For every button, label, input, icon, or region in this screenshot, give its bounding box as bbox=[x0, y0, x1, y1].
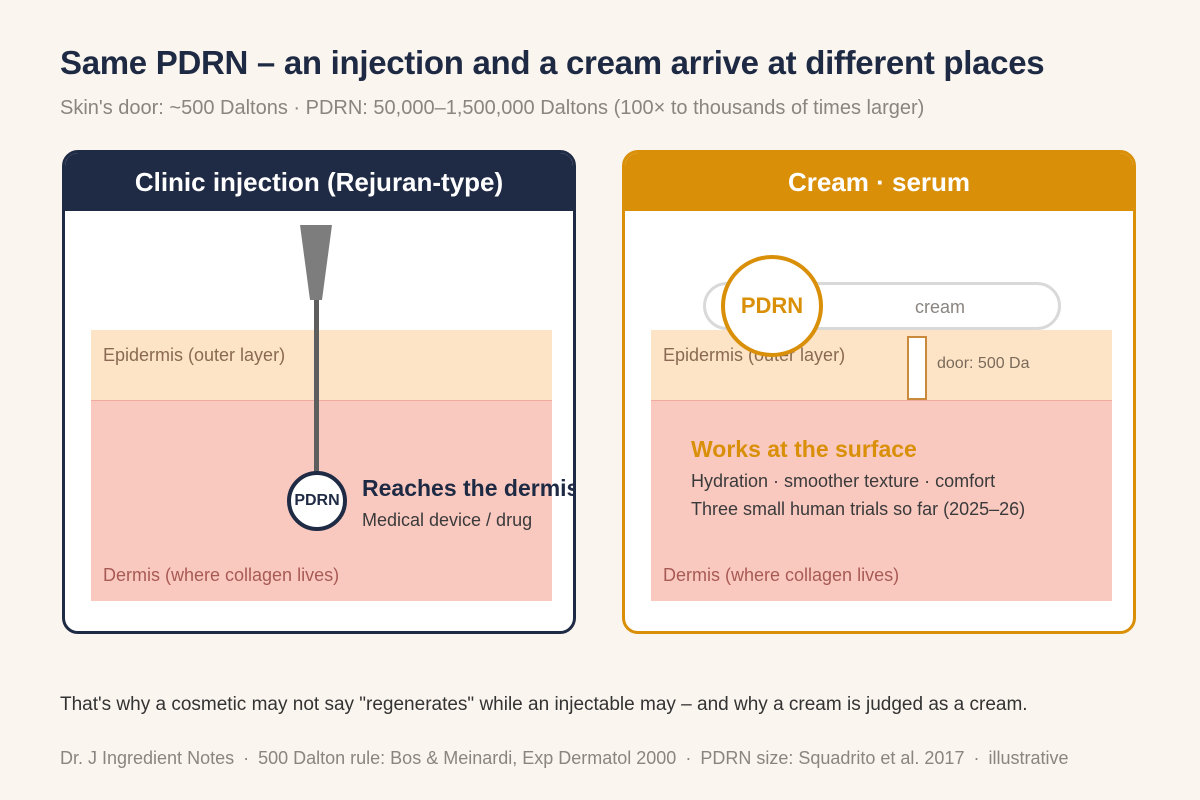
cream-result-line-1: Hydration · smoother texture · comfort bbox=[691, 471, 996, 491]
page-subtitle: Skin's door: ~500 Daltons · PDRN: 50,000… bbox=[60, 97, 925, 119]
footer-item: PDRN size: Squadrito et al. 2017 bbox=[700, 748, 965, 768]
pdrn-label: PDRN bbox=[740, 293, 804, 318]
epidermis-layer bbox=[91, 330, 552, 400]
footer: Dr. J Ingredient Notes · 500 Dalton rule: … bbox=[60, 748, 1068, 769]
injection-result-title: Reaches the dermis bbox=[362, 475, 576, 501]
dermis-label: Dermis (where collagen lives) bbox=[103, 565, 340, 585]
footer-separator: · bbox=[685, 748, 692, 768]
cream-result-line-2: Three small human trials so far (2025–26… bbox=[691, 499, 1026, 519]
pdrn-label: PDRN bbox=[294, 492, 340, 509]
page-title: Same PDRN – an injection and a cream arr… bbox=[60, 44, 1045, 81]
dermis-layer bbox=[651, 401, 1112, 601]
needle-shaft bbox=[314, 300, 319, 472]
door-label: door: 500 Da bbox=[937, 355, 1030, 372]
layer-boundary bbox=[651, 400, 1112, 401]
cream-panel-header: Cream · serum bbox=[625, 153, 1133, 211]
footer-item: illustrative bbox=[988, 748, 1069, 768]
epidermis-layer bbox=[651, 330, 1112, 400]
injection-panel: Clinic injection (Rejuran-type) Epidermi… bbox=[62, 150, 576, 634]
footer-item: Dr. J Ingredient Notes bbox=[60, 748, 235, 768]
cream-panel-title: Cream · serum bbox=[787, 166, 971, 197]
pdrn-molecule-surface: PDRN bbox=[721, 255, 823, 357]
cream-result-title: Works at the surface bbox=[691, 436, 917, 462]
injection-panel-header: Clinic injection (Rejuran-type) bbox=[65, 153, 573, 211]
bottom-note: That's why a cosmetic may not say "regen… bbox=[60, 694, 1028, 715]
cream-panel: Cream · serum Epidermis (outer layer) De… bbox=[622, 150, 1136, 634]
needle-icon bbox=[65, 153, 573, 631]
skin-door-icon bbox=[907, 336, 927, 400]
injection-panel-title: Clinic injection (Rejuran-type) bbox=[134, 166, 504, 197]
needle-hub bbox=[300, 225, 332, 300]
epidermis-label: Epidermis (outer layer) bbox=[103, 345, 286, 365]
footer-separator: · bbox=[243, 748, 250, 768]
epidermis-label: Epidermis (outer layer) bbox=[663, 345, 846, 365]
pdrn-molecule-injected: PDRN bbox=[287, 471, 347, 531]
footer-item: 500 Dalton rule: Bos & Meinardi, Exp Der… bbox=[258, 748, 677, 768]
dermis-label: Dermis (where collagen lives) bbox=[663, 565, 900, 585]
cream-label: cream bbox=[915, 297, 966, 317]
footer-separator: · bbox=[973, 748, 980, 768]
layer-boundary bbox=[91, 400, 552, 401]
injection-result-subtitle: Medical device / drug bbox=[362, 510, 533, 530]
